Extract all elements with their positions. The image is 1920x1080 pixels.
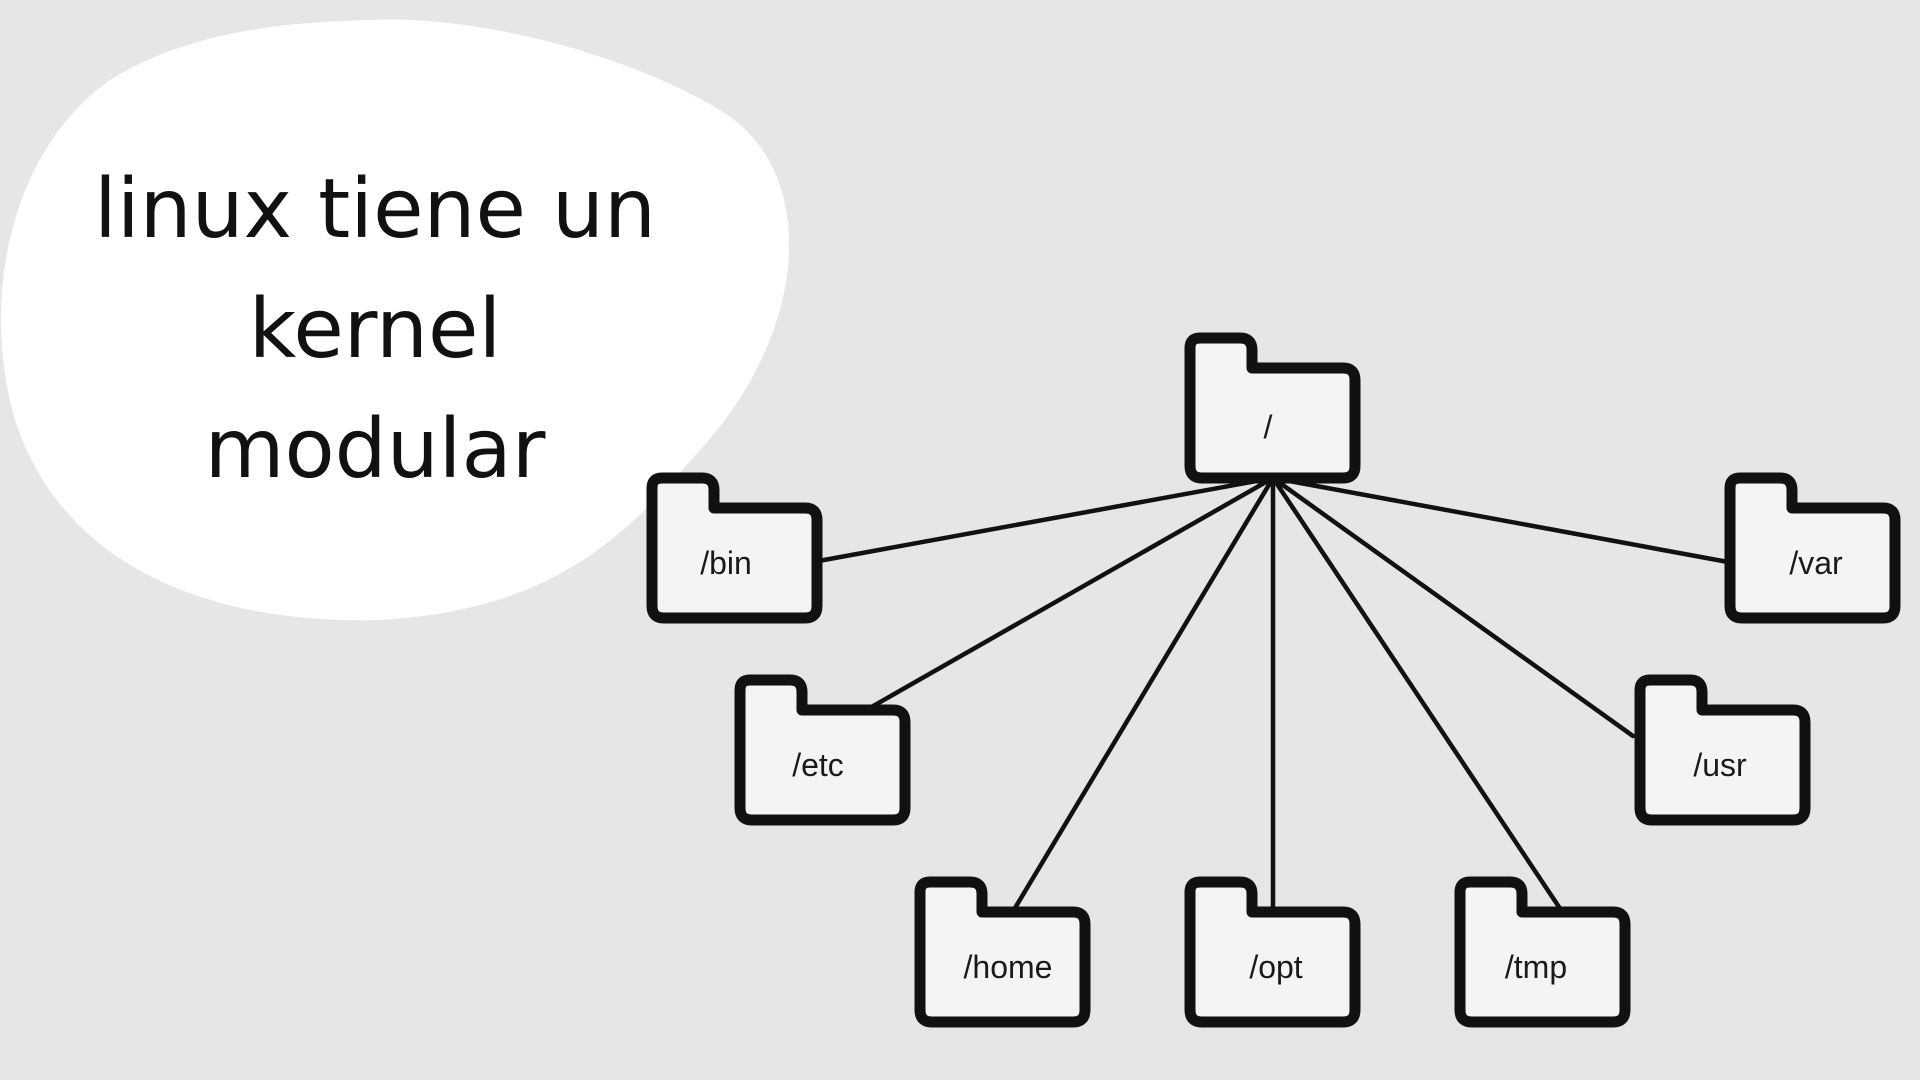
folder-label-usr: /usr <box>1693 747 1747 783</box>
edge-root-usr <box>1270 475 1636 739</box>
edge-root-tmp <box>1270 475 1566 916</box>
folder-label-var: /var <box>1789 545 1843 581</box>
tree-edges <box>810 475 1731 916</box>
folder-label-bin: /bin <box>700 545 752 581</box>
folder-var[interactable]: /var <box>1724 472 1901 624</box>
folder-opt[interactable]: /opt <box>1184 876 1361 1028</box>
edge-root-var <box>1270 475 1731 565</box>
edge-root-home <box>1009 475 1276 916</box>
folder-tmp[interactable]: /tmp <box>1454 876 1631 1028</box>
bubble-text: linux tiene un kernel modular <box>60 150 690 510</box>
folder-label-etc: /etc <box>792 747 844 783</box>
edge-root-bin <box>810 475 1276 565</box>
folder-label-home: /home <box>964 949 1053 985</box>
folder-bin[interactable]: /bin <box>646 472 823 624</box>
edge-root-etc <box>865 475 1276 712</box>
folder-usr[interactable]: /usr <box>1634 674 1811 826</box>
folder-home[interactable]: /home <box>914 876 1091 1028</box>
folder-etc[interactable]: /etc <box>734 674 911 826</box>
folder-label-opt: /opt <box>1249 949 1302 985</box>
folder-label-root: / <box>1264 409 1273 445</box>
folder-label-tmp: /tmp <box>1505 949 1567 985</box>
bubble-line-3: modular <box>204 402 546 497</box>
bubble-line-2: kernel <box>248 282 502 377</box>
bubble-line-1: linux tiene un <box>94 162 656 257</box>
folder-root[interactable]: / <box>1184 332 1361 484</box>
